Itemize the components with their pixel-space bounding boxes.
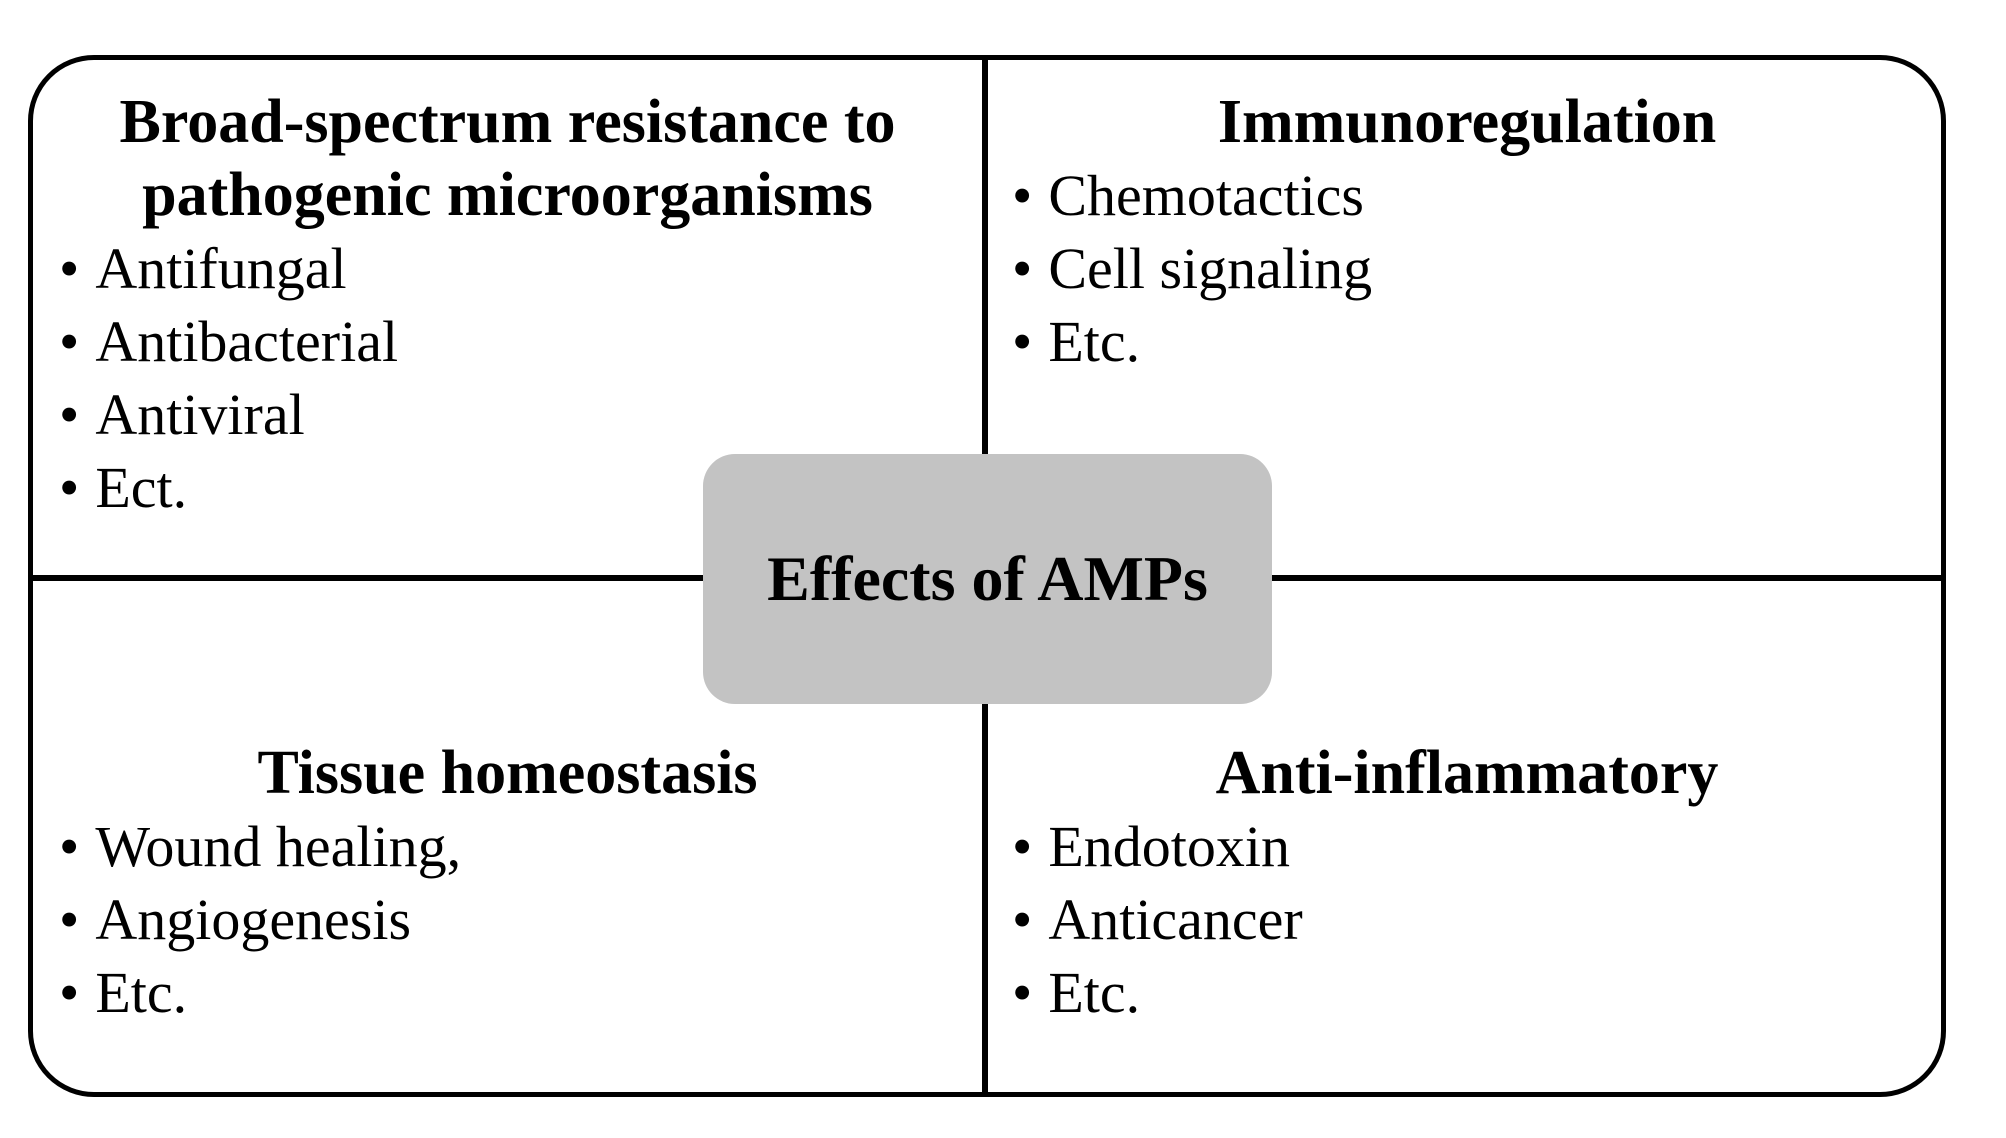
list-item: • Endotoxin xyxy=(1012,810,1946,883)
quadrant-top-right: Immunoregulation • Chemotactics • Cell s… xyxy=(988,86,1946,378)
quadrant-bullet-list: • Endotoxin • Anticancer • Etc. xyxy=(1012,810,1946,1029)
list-item-label: Antibacterial xyxy=(95,309,399,374)
quadrant-title-line: Immunoregulation xyxy=(1217,88,1717,156)
quadrant-title-line: Anti-inflammatory xyxy=(1215,739,1719,807)
list-item-label: Angiogenesis xyxy=(95,887,412,952)
list-item: • Wound healing, xyxy=(59,810,982,883)
quadrant-title-line: pathogenic microorganisms xyxy=(142,161,873,229)
quadrant-bottom-right: Anti-inflammatory • Endotoxin • Anticanc… xyxy=(988,737,1946,1029)
list-item: • Antiviral xyxy=(59,378,982,451)
list-item: • Cell signaling xyxy=(1012,232,1946,305)
list-item: • Antibacterial xyxy=(59,305,982,378)
bullet-icon: • xyxy=(59,814,80,879)
bullet-icon: • xyxy=(59,455,80,520)
bullet-icon: • xyxy=(1012,960,1033,1025)
quadrant-title-top-right: Immunoregulation xyxy=(988,86,1946,159)
list-item-label: Chemotactics xyxy=(1048,163,1364,228)
quadrant-title-bottom-right: Anti-inflammatory xyxy=(988,737,1946,810)
quadrant-top-left: Broad-spectrum resistance to pathogenic … xyxy=(33,86,982,524)
list-item-label: Etc. xyxy=(1048,960,1141,1025)
bullet-icon: • xyxy=(59,382,80,447)
list-item: • Chemotactics xyxy=(1012,159,1946,232)
quadrant-bullet-list: • Wound healing, • Angiogenesis • Etc. xyxy=(59,810,982,1029)
list-item-label: Cell signaling xyxy=(1048,236,1373,301)
bullet-icon: • xyxy=(1012,814,1033,879)
quadrant-bullet-list: • Chemotactics • Cell signaling • Etc. xyxy=(1012,159,1946,378)
quadrant-title-line: Tissue homeostasis xyxy=(257,739,758,807)
center-node: Effects of AMPs xyxy=(703,454,1272,704)
list-item-label: Etc. xyxy=(95,960,188,1025)
quadrant-bullet-list: • Antifungal • Antibacterial • Antiviral… xyxy=(59,232,982,524)
list-item: • Etc. xyxy=(1012,305,1946,378)
quadrant-bottom-left: Tissue homeostasis • Wound healing, • An… xyxy=(33,737,982,1029)
bullet-icon: • xyxy=(1012,887,1033,952)
list-item: • Angiogenesis xyxy=(59,883,982,956)
center-node-label: Effects of AMPs xyxy=(767,543,1208,614)
list-item-label: Antiviral xyxy=(95,382,305,447)
list-item: • Etc. xyxy=(1012,956,1946,1029)
list-item-label: Anticancer xyxy=(1048,887,1303,952)
list-item-label: Ect. xyxy=(95,455,188,520)
bullet-icon: • xyxy=(59,887,80,952)
quadrant-title-top-left: Broad-spectrum resistance to pathogenic … xyxy=(33,86,982,232)
list-item: • Antifungal xyxy=(59,232,982,305)
list-item: • Ect. xyxy=(59,451,982,524)
list-item-label: Wound healing, xyxy=(95,814,462,879)
bullet-icon: • xyxy=(1012,309,1033,374)
bullet-icon: • xyxy=(59,309,80,374)
quadrant-title-line: Broad-spectrum resistance to xyxy=(119,88,896,156)
bullet-icon: • xyxy=(1012,236,1033,301)
bullet-icon: • xyxy=(1012,163,1033,228)
list-item-label: Antifungal xyxy=(95,236,347,301)
bullet-icon: • xyxy=(59,960,80,1025)
quadrant-title-bottom-left: Tissue homeostasis xyxy=(33,737,982,810)
list-item: • Etc. xyxy=(59,956,982,1029)
list-item-label: Endotoxin xyxy=(1048,814,1290,879)
list-item-label: Etc. xyxy=(1048,309,1141,374)
list-item: • Anticancer xyxy=(1012,883,1946,956)
bullet-icon: • xyxy=(59,236,80,301)
